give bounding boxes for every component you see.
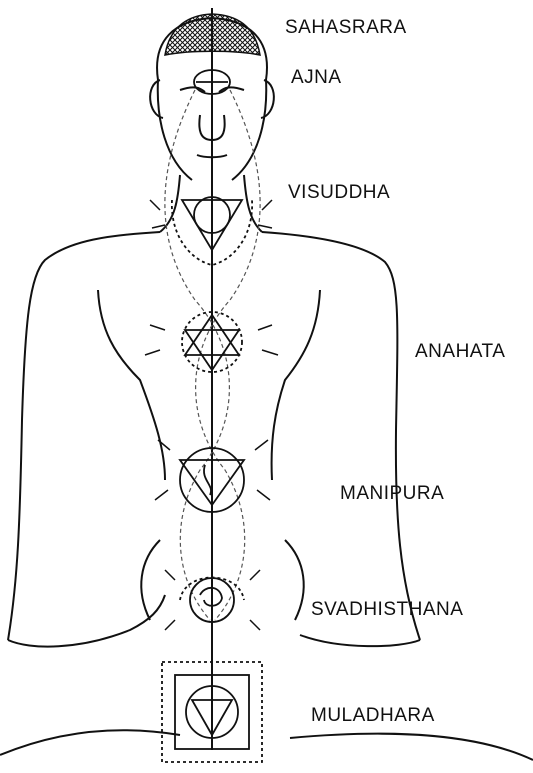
label-anahata: ANAHATA bbox=[415, 341, 505, 363]
label-muladhara: MULADHARA bbox=[311, 705, 435, 727]
label-svadhisthana: SVADHISTHANA bbox=[311, 599, 463, 621]
label-visuddha: VISUDDHA bbox=[288, 182, 390, 204]
label-manipura: MANIPURA bbox=[340, 483, 444, 505]
label-sahasrara: SAHASRARA bbox=[285, 17, 407, 39]
label-ajna: AJNA bbox=[291, 67, 342, 89]
body-outline bbox=[0, 18, 533, 760]
